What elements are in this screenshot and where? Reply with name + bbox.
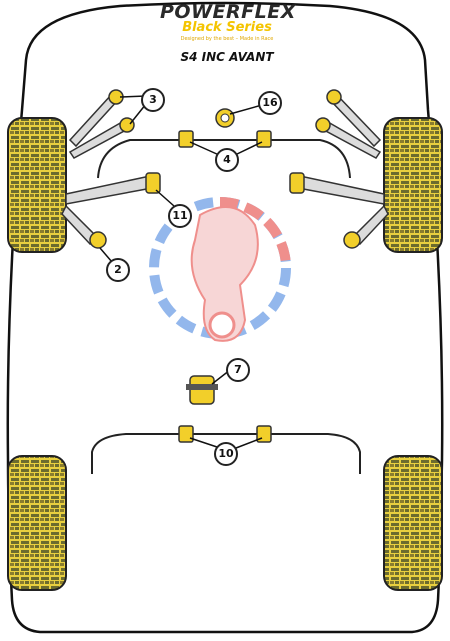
rear-anti-roll-bar [91, 433, 361, 474]
tyre-front-left [7, 117, 67, 253]
tyre-rear-left [7, 455, 67, 591]
tyre-rear-right [383, 455, 443, 591]
callout-3[interactable]: 3 [141, 88, 165, 112]
watermark-emblem [149, 197, 291, 342]
rear-arb-bush-left [178, 425, 194, 443]
model-title: S4 INC AVANT [180, 50, 274, 64]
callout-16[interactable]: 16 [258, 91, 282, 115]
lower-arm-left [61, 172, 161, 249]
front-anti-roll-bar [97, 139, 351, 179]
callout-2[interactable]: 2 [106, 258, 130, 282]
lower-arm-right [289, 172, 389, 249]
front-arb-bush-right [256, 130, 272, 148]
upper-links-left [68, 89, 135, 159]
callout-4[interactable]: 4 [215, 148, 239, 172]
upper-links-right [315, 89, 382, 159]
brand-logo: POWERFLEX Black Series Designed by the b… [160, 1, 296, 48]
callout-11[interactable]: 11 [168, 204, 192, 228]
callout-10[interactable]: 10 [214, 442, 238, 466]
gearbox-mount-7 [186, 375, 218, 405]
callout-7[interactable]: 7 [226, 358, 250, 382]
tyre-front-right [383, 117, 443, 253]
front-arb-bush-left [178, 130, 194, 148]
brand-name: POWERFLEX [160, 1, 296, 23]
engine-mount-16 [215, 108, 235, 128]
brand-tagline: Designed by the best – Made in Race [180, 36, 274, 42]
brand-series: Black Series [182, 20, 272, 35]
